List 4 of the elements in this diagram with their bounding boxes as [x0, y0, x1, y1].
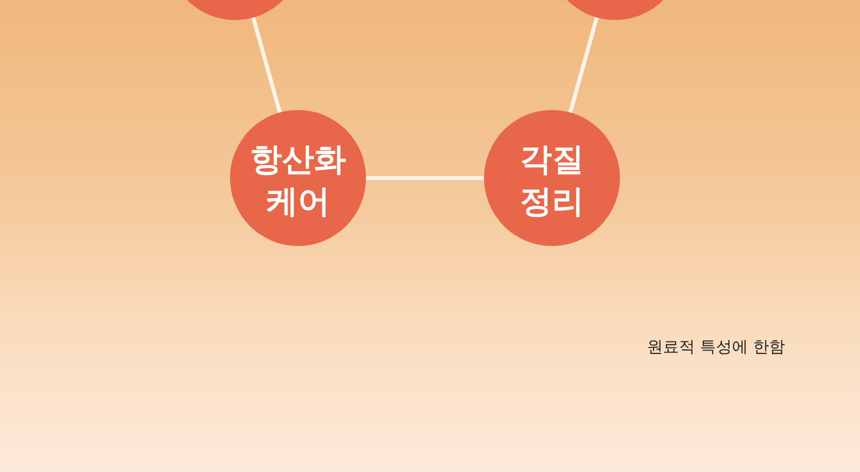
connector-line: [568, 16, 599, 114]
connector-line: [366, 176, 484, 180]
footnote-text: 원료적 특성에 한함: [647, 337, 786, 356]
connector-line: [251, 16, 282, 114]
